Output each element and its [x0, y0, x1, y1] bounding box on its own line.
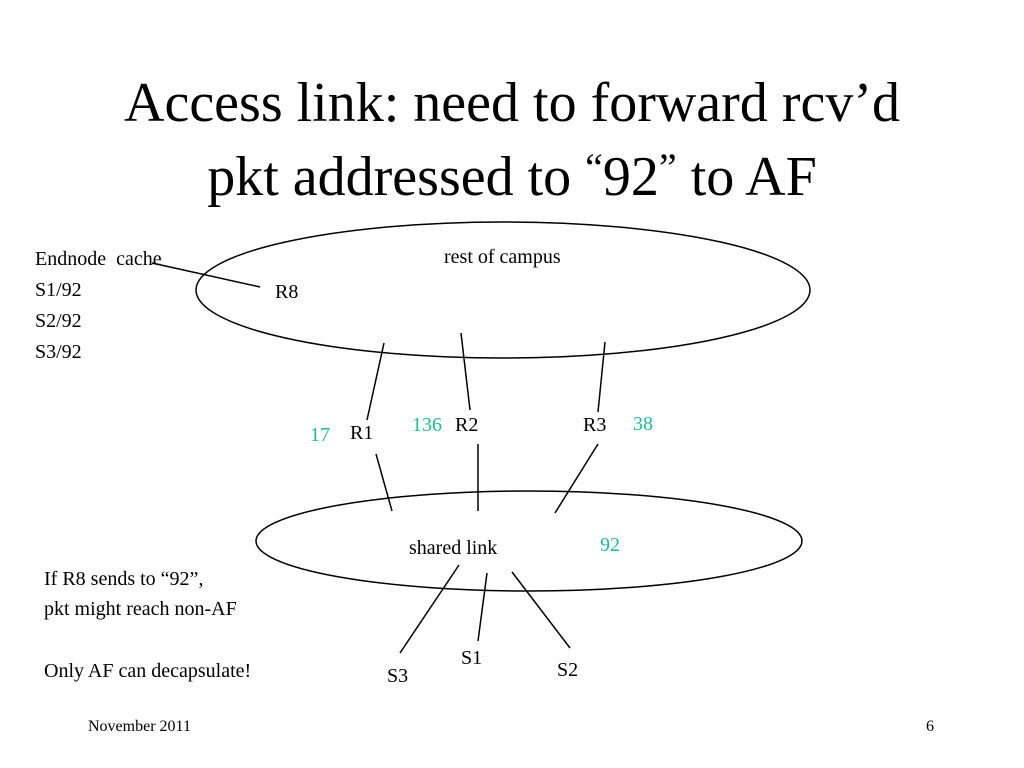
shared-link-label: shared link: [409, 537, 498, 559]
cache-entry-s1: S1/92: [35, 279, 82, 301]
campus-r2-link: [460, 332, 471, 411]
cache-pointer-line: [151, 262, 261, 288]
cache-block: Endnode cache S1/92 S2/92 S3/92: [35, 244, 162, 368]
slide-title: Access link: need to forward rcv’d pkt a…: [0, 66, 1024, 219]
cache-entry-s3: S3/92: [35, 341, 82, 363]
campus-ellipse: [195, 221, 811, 359]
shared-s3-link: [399, 564, 460, 654]
title-line-2-suffix: to AF: [676, 146, 817, 208]
router-r2-label: R2: [455, 414, 479, 436]
router-r8-label: R8: [275, 281, 299, 303]
note-line-1-quoted: “92”: [160, 568, 199, 590]
r1-shared-link: [375, 453, 393, 512]
title-line-2: pkt addressed to “92” to AF: [0, 140, 1024, 219]
campus-r1-link: [366, 342, 385, 421]
campus-label: rest of campus: [444, 246, 561, 268]
note-line-2: pkt might reach non-AF: [44, 598, 237, 620]
footer-page-number: 6: [926, 718, 934, 735]
note-line-1-prefix: If R8 sends to: [44, 568, 161, 590]
title-quoted: 92: [602, 146, 659, 208]
note-line-1: If R8 sends to “92”,: [44, 567, 203, 591]
shared-link-ellipse: [255, 490, 803, 592]
router-r1-label: R1: [350, 422, 374, 444]
station-s3-label: S3: [387, 665, 409, 687]
r3-cost: 38: [633, 413, 653, 435]
title-line-1: Access link: need to forward rcv’d: [124, 72, 900, 134]
router-r3-label: R3: [583, 414, 607, 436]
note-line-3: Only AF can decapsulate!: [44, 660, 252, 682]
shared-s2-link: [511, 571, 571, 649]
title-close-quote: ”: [658, 145, 677, 190]
title-open-quote: “: [585, 145, 603, 190]
title-line-2-prefix: pkt addressed to: [207, 146, 586, 208]
station-s2-label: S2: [557, 659, 579, 681]
note-line-1-suffix: ,: [198, 568, 204, 590]
station-s1-label: S1: [461, 647, 483, 669]
shared-link-cost: 92: [600, 534, 620, 556]
r1-cost: 17: [310, 424, 330, 446]
cache-heading: Endnode cache: [35, 248, 162, 270]
r2-cost: 136: [412, 414, 442, 436]
footer-date: November 2011: [88, 718, 191, 735]
r3-shared-link: [554, 443, 599, 514]
campus-r3-link: [597, 341, 606, 413]
shared-s1-link: [477, 572, 488, 642]
cache-entry-s2: S2/92: [35, 310, 82, 332]
